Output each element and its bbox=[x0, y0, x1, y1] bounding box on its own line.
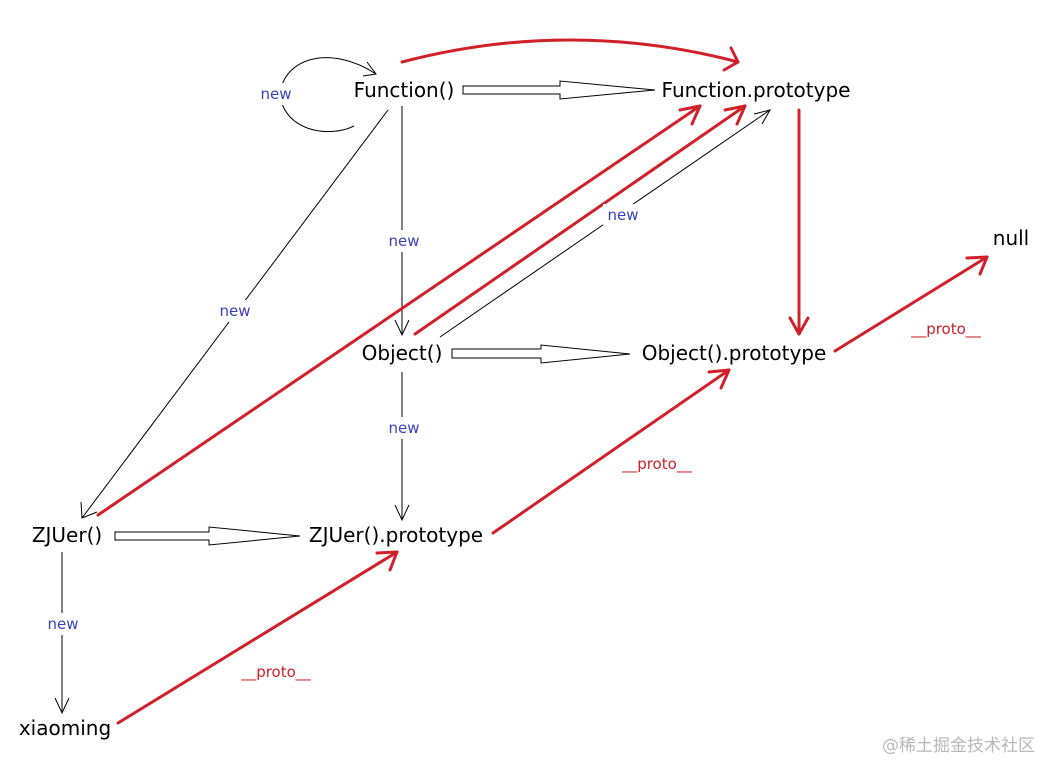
proto-zjuer-to-function-prototype bbox=[96, 104, 702, 517]
new-label-object-zjuer-prototype: new bbox=[388, 419, 419, 437]
proto-xiaoming-to-zjuer-prototype bbox=[116, 550, 399, 725]
new-label-function-self: new bbox=[260, 85, 291, 103]
new-label-zjuer-xiaoming: new bbox=[47, 615, 78, 633]
node-object: Object() bbox=[362, 341, 443, 365]
proto-xiaoming-to-zjuer-prototype-arrowhead bbox=[375, 550, 399, 572]
node-function-prototype: Function.prototype bbox=[662, 78, 851, 102]
node-zjuer: ZJUer() bbox=[32, 523, 102, 547]
proto-function-to-function-prototype bbox=[400, 38, 740, 64]
proto-object-to-function-prototype bbox=[413, 104, 747, 336]
proto-function-to-function-prototype-arrowhead bbox=[722, 46, 740, 72]
edge-function-to-object-arrowhead bbox=[394, 319, 410, 337]
edge-zjuer-prototype-arrow bbox=[114, 526, 301, 546]
proto-function-prototype-to-object-prototype-arrowhead bbox=[788, 316, 810, 336]
proto-label-object-prototype-null: __proto__ bbox=[910, 320, 981, 339]
new-label-function-object: new bbox=[388, 232, 419, 250]
proto-object-prototype-to-null bbox=[833, 255, 989, 353]
edge-object-to-function-prototype-arrowhead bbox=[753, 109, 772, 125]
function-self-loop-arrowhead bbox=[362, 61, 377, 77]
new-label-object-function-prototype: new bbox=[607, 206, 638, 224]
edge-object-prototype-arrow bbox=[451, 344, 631, 364]
proto-object-to-function-prototype-arrowhead bbox=[723, 104, 747, 126]
node-null: null bbox=[993, 226, 1029, 250]
node-zjuer-prototype: ZJUer().prototype bbox=[309, 523, 483, 547]
proto-label-xiaoming-zjuer-prototype: __proto__ bbox=[240, 663, 311, 682]
proto-zjuer-to-function-prototype-arrowhead bbox=[678, 104, 702, 126]
node-object-prototype: Object().prototype bbox=[642, 341, 827, 365]
proto-zjuer-prototype-to-object-prototype-arrowhead bbox=[707, 368, 731, 390]
watermark: @稀土掘金技术社区 bbox=[882, 736, 1035, 756]
proto-object-prototype-to-null-arrowhead bbox=[965, 255, 989, 276]
edge-function-to-zjuer-arrowhead bbox=[80, 501, 98, 519]
proto-zjuer-prototype-to-object-prototype bbox=[491, 368, 731, 535]
edge-zjuer-to-xiaoming-arrowhead bbox=[54, 697, 70, 715]
edge-function-prototype-arrow bbox=[462, 80, 656, 100]
node-xiaoming: xiaoming bbox=[19, 716, 111, 740]
proto-label-zjuer-prototype-object-prototype: __proto__ bbox=[621, 455, 692, 474]
edge-object-to-zjuer-prototype-arrowhead bbox=[394, 504, 410, 522]
new-label-function-zjuer: new bbox=[219, 302, 250, 320]
node-function: Function() bbox=[354, 78, 455, 102]
